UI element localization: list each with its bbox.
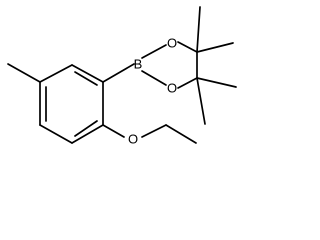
o-top-c-bond	[177, 41, 198, 53]
upper-methyl-2	[196, 42, 234, 53]
ring-oxygen-bottom-label: O	[167, 80, 177, 95]
lower-methyl-1	[196, 77, 237, 88]
o-bottom-c-bond	[177, 77, 198, 89]
ether-oxygen-label: O	[128, 131, 138, 146]
ring-double-bond-inner-1	[74, 71, 98, 86]
ethyl-terminal-bond	[165, 124, 197, 144]
ring-bond-3	[71, 124, 104, 144]
ring-double-bond-inner-2	[74, 120, 98, 137]
dioxaborolane-ring	[141, 6, 237, 125]
boron-label: B	[134, 56, 143, 71]
aryl-boron-bond	[102, 63, 135, 83]
b-o-bottom-bond	[141, 70, 167, 86]
ring-bond-1	[71, 64, 104, 83]
ring-bond-4	[39, 124, 73, 144]
oxygen-ethyl-bond	[141, 124, 167, 138]
molecule-diagram: B O O O	[7, 6, 237, 146]
ring-oxygen-top-label: O	[167, 35, 177, 50]
methyl-bond	[7, 63, 41, 83]
aryl-oxygen-bond	[102, 124, 125, 138]
lower-methyl-2	[196, 77, 206, 125]
upper-methyl-1	[196, 6, 201, 53]
benzene-ring	[39, 64, 104, 144]
b-o-top-bond	[141, 44, 167, 59]
structure-canvas: B O O O	[7, 6, 237, 146]
ring-bond-6	[39, 64, 73, 83]
